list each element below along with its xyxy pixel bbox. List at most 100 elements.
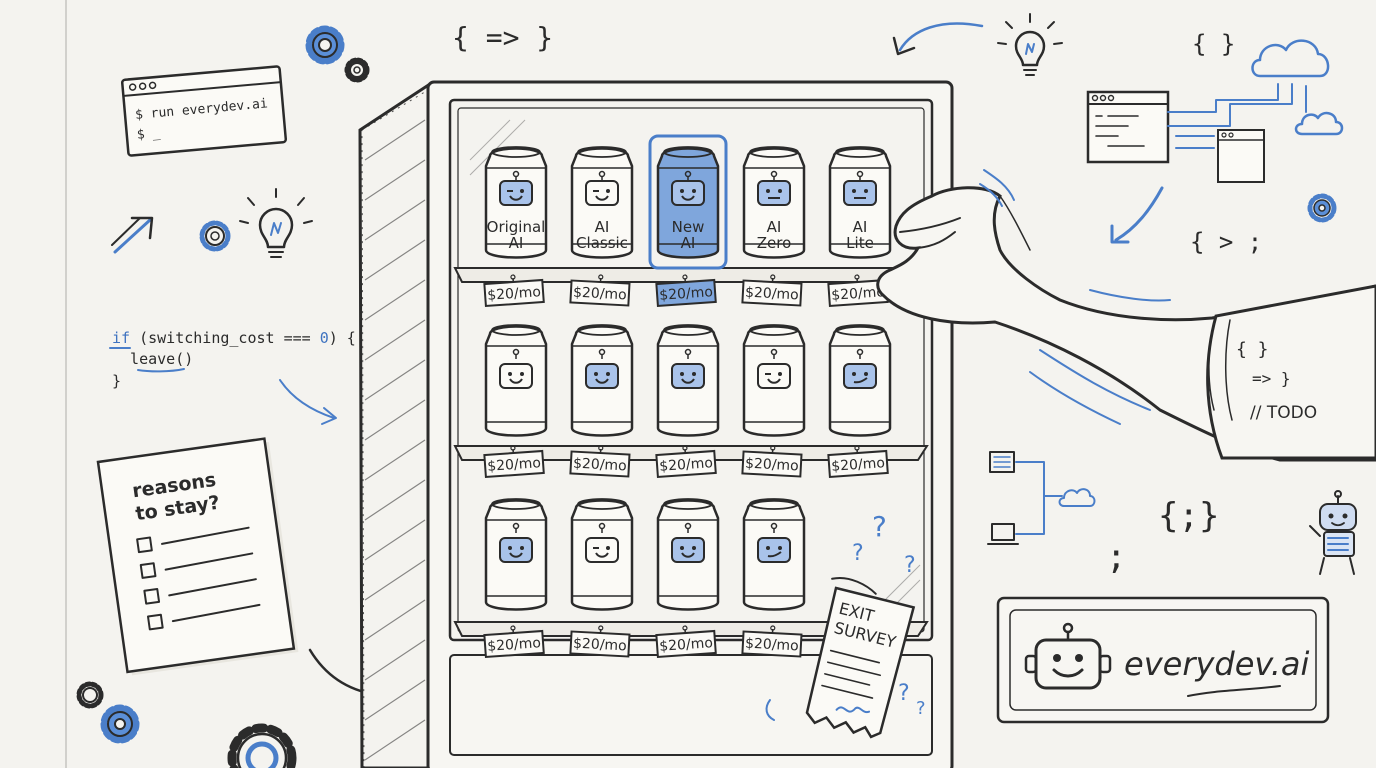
checkbox-icon	[143, 578, 257, 605]
can-label-line-1: AI	[767, 218, 782, 236]
drink-can	[828, 324, 892, 437]
robot-face-icon	[671, 363, 705, 389]
selection-highlight	[648, 134, 728, 270]
gear-icon	[76, 681, 104, 709]
price-tag-label: $20/mo	[745, 636, 799, 655]
arrow-head-icon	[1110, 224, 1130, 244]
checkbox-icon	[139, 552, 254, 579]
price-tag: $20/mo	[569, 274, 631, 307]
robot-face-icon	[585, 363, 619, 389]
robot-face-icon	[757, 180, 791, 206]
drink-can	[570, 324, 634, 437]
can-label-line-1: Original	[487, 218, 546, 236]
arrow-head-icon	[321, 407, 337, 425]
price-tag: $20/mo	[483, 274, 545, 308]
sleeve-text-1: { }	[1236, 339, 1269, 360]
drink-can	[742, 498, 806, 611]
drink-can	[484, 498, 548, 611]
semicolon-symbol: ;	[1106, 537, 1126, 577]
code-line-3: }	[112, 372, 121, 390]
gear-icon	[199, 220, 231, 252]
can-label-line-1: AI	[853, 218, 868, 236]
terminal-window: $ run everydev.ai $ _	[121, 65, 288, 157]
robot-face-icon	[843, 180, 877, 206]
robot-face-icon	[671, 537, 705, 563]
gear-icon	[100, 704, 140, 744]
robot-face-icon	[585, 537, 619, 563]
checkbox-icon	[146, 603, 261, 631]
price-tag: $20/mo	[741, 274, 803, 307]
laptop-icon	[987, 523, 1019, 545]
curved-arrow-icon	[898, 22, 984, 52]
gear-icon	[305, 25, 345, 65]
code-keyword: if	[112, 329, 130, 347]
sleeve-text-3: // TODO	[1250, 403, 1317, 423]
code-snippet: if (switching_cost === 0) { leave() }	[109, 329, 356, 390]
can-label-line-1: New	[672, 218, 705, 236]
robot-face-icon	[499, 363, 533, 389]
code-text: ) {	[329, 329, 356, 347]
price-tag: $20/mo	[569, 445, 631, 478]
semi-braces-symbol: {;}	[1158, 496, 1219, 536]
price-tag: $20/mo	[741, 625, 803, 658]
arrow-head-icon	[892, 36, 916, 56]
price-tag-label: $20/mo	[659, 455, 714, 475]
price-tag-label: $20/mo	[487, 455, 542, 475]
robot-face-icon	[499, 180, 533, 206]
drink-can	[656, 324, 720, 437]
price-tag: $20/mo	[655, 274, 717, 308]
empty-braces-symbol: { }	[1192, 30, 1235, 58]
curved-arrow-icon	[1114, 186, 1164, 242]
code-window-icon	[1086, 90, 1170, 164]
robot-face-icon	[757, 537, 791, 563]
price-tag-label: $20/mo	[573, 456, 627, 475]
gear-icon	[344, 57, 370, 83]
code-number: 0	[320, 329, 329, 347]
arrow-icon	[279, 379, 335, 419]
checkbox-icon	[136, 526, 250, 554]
motion-mark	[765, 699, 775, 721]
hand-reaching: { } => } // TODO	[876, 169, 1376, 462]
question-marks: ?? ???	[852, 510, 926, 719]
code-text: (switching_cost ===	[130, 329, 320, 347]
cloud-icon	[1294, 111, 1344, 136]
price-tag-label: $20/mo	[659, 635, 714, 655]
price-tag-label: $20/mo	[659, 284, 714, 304]
can-label-line-2: Zero	[757, 234, 792, 252]
svg-text:?: ?	[916, 698, 926, 719]
can-label-line-2: AI	[509, 234, 524, 252]
can-label-line-1: AI	[595, 218, 610, 236]
robot-face-icon	[843, 363, 877, 389]
robot-face-icon	[757, 363, 791, 389]
price-tag: $20/mo	[569, 625, 631, 658]
price-tag-label: $20/mo	[573, 636, 627, 655]
svg-text:?: ?	[904, 553, 916, 578]
drink-can	[742, 324, 806, 437]
network-lines	[1015, 461, 1063, 535]
sleeve-text-2: => }	[1252, 369, 1291, 388]
price-tag-label: $20/mo	[831, 284, 886, 304]
gear-icon	[1307, 193, 1337, 223]
drink-can	[570, 498, 634, 611]
price-tag-label: $20/mo	[831, 455, 886, 475]
price-tag-label: $20/mo	[487, 284, 542, 304]
brand-name: everydev.ai	[1124, 645, 1310, 683]
robot-logo-icon	[1024, 622, 1112, 690]
can-label-line-2: AI	[681, 234, 696, 252]
exit-survey-receipt: EXIT SURVEY	[805, 576, 916, 739]
arrow-braces-symbol: { => }	[452, 21, 553, 54]
price-tag-label: $20/mo	[745, 456, 799, 475]
robot-face-icon	[585, 180, 619, 206]
price-tag: $20/mo	[483, 445, 545, 479]
svg-text:?: ?	[852, 541, 864, 566]
price-tag-label: $20/mo	[745, 285, 799, 304]
browser-window-icon	[1217, 129, 1265, 183]
drink-can	[656, 498, 720, 611]
robot-face-icon	[671, 180, 705, 206]
can-label-line-2: Classic	[576, 234, 628, 252]
